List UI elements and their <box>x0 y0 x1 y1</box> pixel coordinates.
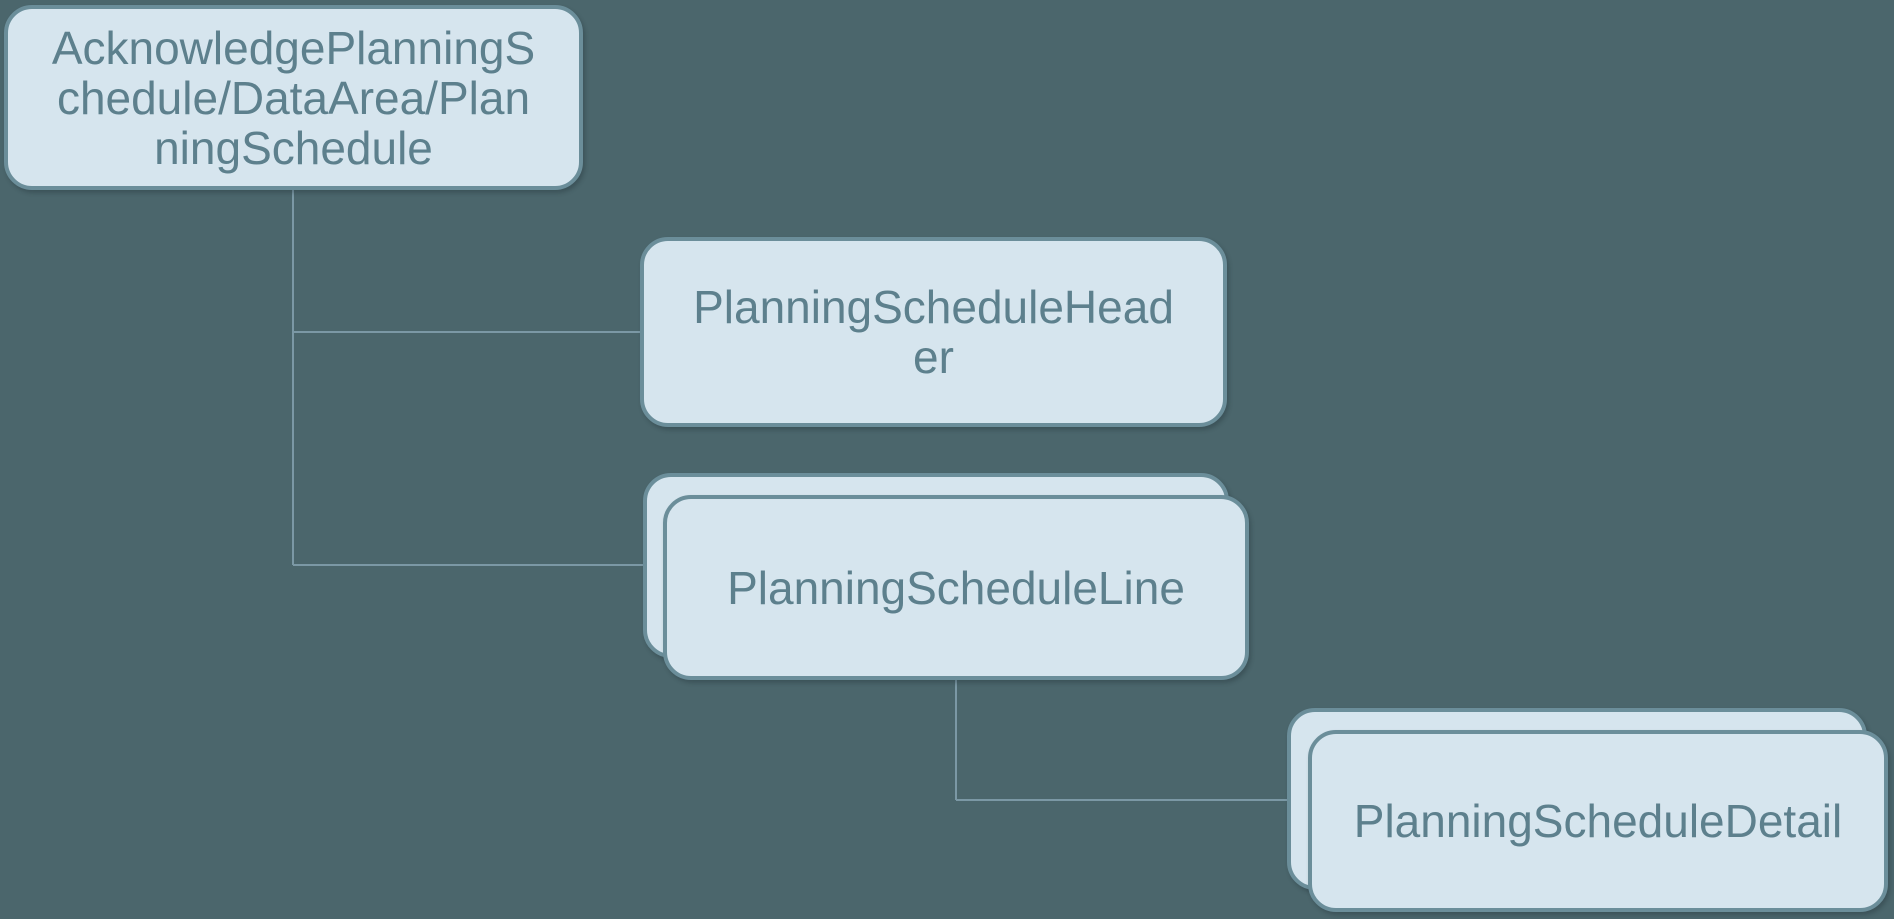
node-label-line: chedule/DataArea/Plan <box>56 71 531 124</box>
node-label-line: er <box>913 331 954 383</box>
node-planning-schedule-line: PlanningScheduleLine <box>663 495 1249 680</box>
node-label-line: PlanningScheduleHead <box>693 281 1174 333</box>
node-planning-schedule-detail: PlanningScheduleDetail <box>1308 730 1888 912</box>
node-label-line: PlanningScheduleDetail <box>1353 795 1843 847</box>
node-label-line: AcknowledgePlanningS <box>51 21 536 74</box>
node-label-line: ningSchedule <box>154 121 433 174</box>
node-planning-schedule-header: PlanningScheduleHead er <box>640 237 1227 427</box>
node-acknowledge-planning-schedule: AcknowledgePlanningS chedule/DataArea/Pl… <box>4 5 583 190</box>
node-label-line: PlanningScheduleLine <box>727 561 1185 614</box>
